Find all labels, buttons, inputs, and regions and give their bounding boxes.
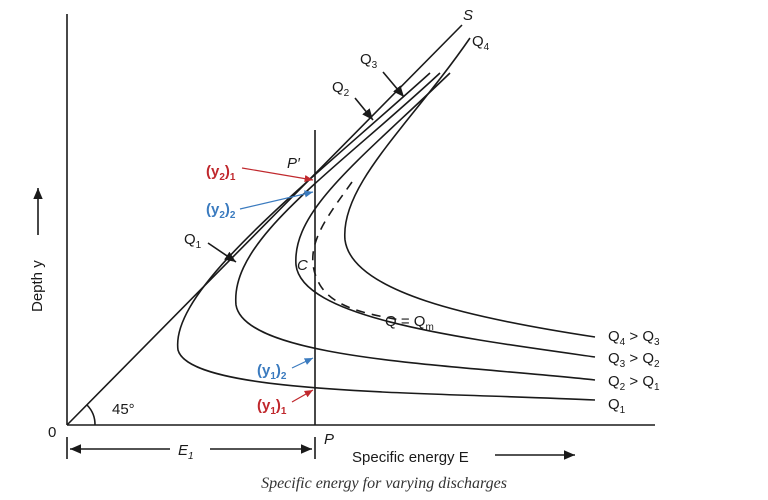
qm-label: Q = Qm	[385, 313, 434, 333]
caption: Specific energy for varying discharges	[261, 475, 507, 492]
e1-main: E	[178, 442, 189, 459]
label-y2-1: (y2)1	[206, 163, 236, 183]
angle-arc	[86, 404, 96, 426]
curve-q2	[235, 72, 596, 381]
curve-q3	[295, 72, 596, 358]
e1-label: E1	[178, 442, 194, 462]
curve-q4	[344, 37, 596, 338]
right-label-q2-q1: Q2 > Q1	[608, 373, 660, 393]
right-label-q4-q3: Q4 > Q3	[608, 328, 660, 348]
e1-sub: 1	[188, 451, 194, 462]
arrow-y1-1	[291, 389, 314, 403]
origin-label: 0	[48, 424, 56, 441]
x-axis-label-text: Specific energy E	[352, 449, 469, 466]
curve-q1	[177, 72, 596, 401]
qm-sub: m	[425, 322, 433, 333]
arrow-y1-2	[291, 357, 314, 369]
point-p-prime-label: P′	[287, 155, 301, 172]
qm-main: Q = Q	[385, 313, 425, 330]
arrow-y2-1	[241, 167, 314, 183]
x-axis-label: Specific energy E	[352, 449, 469, 466]
arrow-q1	[207, 242, 237, 263]
right-label-q1: Q1	[608, 396, 626, 416]
curve-qm	[311, 181, 401, 321]
arrow-q3	[382, 71, 405, 98]
label-y2-2: (y2)2	[206, 201, 236, 221]
q4-label: Q4	[472, 33, 490, 53]
angle-label: 45°	[112, 401, 135, 418]
point-s-label: S	[463, 7, 473, 24]
label-y1-2: (y1)2	[257, 362, 287, 382]
point-c-label: C	[297, 257, 308, 274]
arrow-y2-2	[239, 190, 314, 210]
q3-label: Q3	[360, 51, 378, 71]
label-y1-1: (y1)1	[257, 397, 287, 417]
arrow-q2	[354, 97, 374, 121]
point-p-label: P	[324, 431, 334, 448]
y-axis-label: Depth y	[29, 260, 46, 312]
right-label-q3-q2: Q3 > Q2	[608, 350, 660, 370]
q2-label: Q2	[332, 79, 350, 99]
q1-label: Q1	[184, 231, 202, 251]
